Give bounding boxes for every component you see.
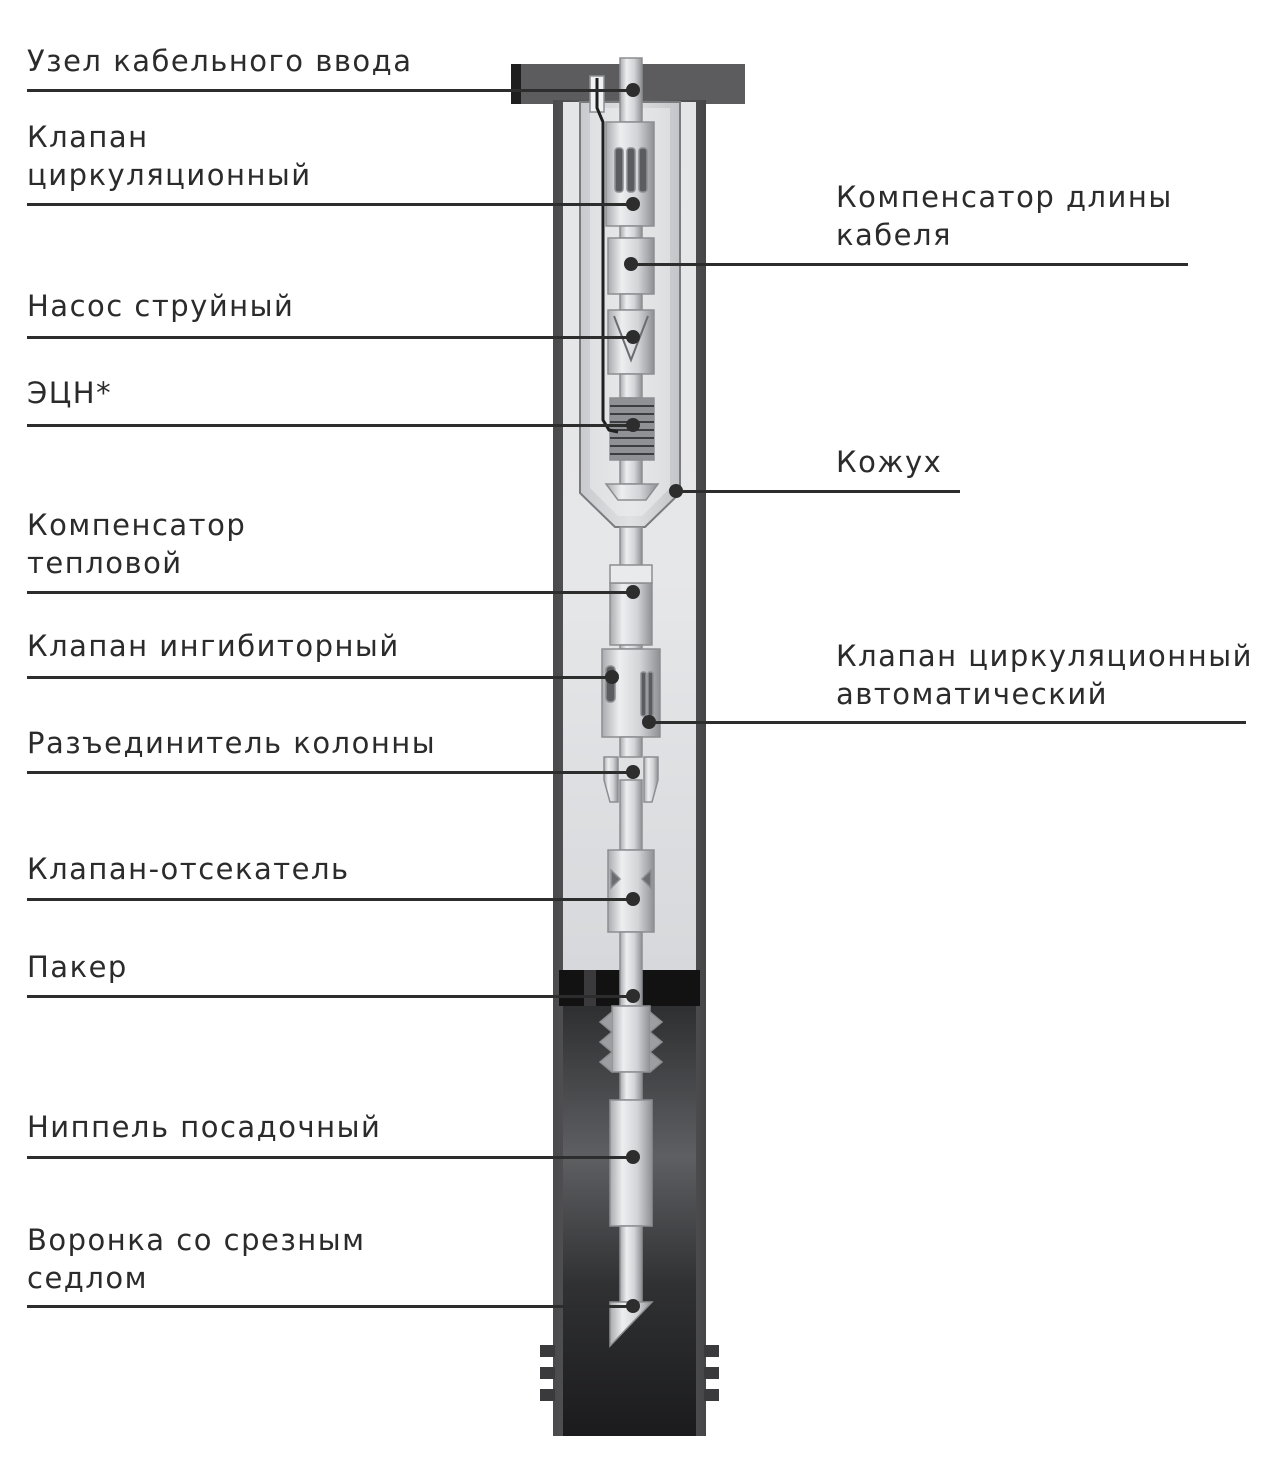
thread-right-2: [704, 1367, 719, 1379]
dot-funnel: [626, 1299, 640, 1313]
thread-left-1: [540, 1345, 555, 1357]
callout-string-disconnect-leader: [27, 771, 633, 774]
anchor-teeth-r: [648, 1011, 664, 1073]
safety-valve-arrow-r: [640, 868, 652, 890]
power-cable: [595, 78, 619, 434]
dot-inhibitor-valve: [605, 670, 619, 684]
tube-seg-7: [619, 736, 643, 758]
dot-landing-nipple: [626, 1150, 640, 1164]
safety-valve-arrow-l: [610, 868, 622, 890]
dot-packer: [626, 989, 640, 1003]
callout-thermal-compensator-leader: [27, 591, 633, 594]
callout-inhibitor-valve-label: Клапан ингибиторный: [27, 629, 400, 663]
flange-left-dark: [511, 64, 521, 104]
callout-circulation-valve-leader: [27, 203, 633, 206]
circ-valve-slot-3: [638, 147, 648, 193]
dot-circulation-valve: [626, 197, 640, 211]
dot-jet-pump: [626, 330, 640, 344]
dot-safety-valve: [626, 892, 640, 906]
dot-cable-length-compensator: [624, 257, 638, 271]
callout-cable-length-compensator-label: Компенсатор длины кабеля: [836, 180, 1173, 252]
circ-valve-slot-2: [626, 147, 636, 193]
callout-jet-pump-label: Насос струйный: [27, 289, 295, 323]
circ-valve-slot-1: [614, 147, 624, 193]
callout-shroud-leader: [674, 490, 960, 493]
thread-left-2: [540, 1367, 555, 1379]
callout-string-disconnect-label: Разъединитель колонны: [27, 726, 437, 760]
callout-esp-label: ЭЦН*: [27, 376, 113, 410]
callout-cable-entry-leader: [27, 89, 633, 92]
callout-jet-pump-leader: [27, 336, 633, 339]
safety-valve-body: [607, 849, 655, 933]
dot-string-disconnect: [626, 765, 640, 779]
callout-landing-nipple-leader: [27, 1156, 633, 1159]
dot-shroud: [669, 484, 683, 498]
dot-cable-entry: [626, 83, 640, 97]
callout-auto-circulation-valve-label: Клапан циркуляционный автоматический: [836, 639, 1253, 711]
thread-left-3: [540, 1389, 555, 1401]
thread-right-3: [704, 1389, 719, 1401]
callout-cable-entry-label: Узел кабельного ввода: [27, 44, 413, 78]
jet-pump-nozzle: [613, 315, 649, 363]
callout-funnel-label: Воронка со срезным седлом: [27, 1223, 366, 1295]
callout-packer-leader: [27, 995, 633, 998]
tubing-string: [589, 57, 664, 1348]
callout-safety-valve-leader: [27, 898, 633, 901]
callout-cable-length-compensator-leader: [631, 263, 1188, 266]
callout-circulation-valve-label: Клапан циркуляционный: [27, 120, 312, 192]
auto-valve-slot-1: [640, 671, 647, 717]
callout-landing-nipple-label: Ниппель посадочный: [27, 1110, 382, 1144]
callout-shroud-label: Кожух: [836, 445, 943, 479]
callout-auto-circulation-valve-leader: [649, 721, 1246, 724]
callout-esp-leader: [27, 424, 633, 427]
callout-inhibitor-valve-leader: [27, 676, 612, 679]
callout-safety-valve-label: Клапан-отсекатель: [27, 852, 350, 886]
thread-right-1: [704, 1345, 719, 1357]
esp-intake-cone: [604, 483, 660, 501]
callout-thermal-compensator-label: Компенсатор тепловой: [27, 508, 247, 580]
disconnect-left: [603, 756, 619, 803]
disconnect-right: [643, 756, 659, 803]
cable-comp-body: [607, 237, 655, 295]
callout-funnel-leader: [27, 1305, 633, 1308]
dot-auto-circulation-valve: [642, 715, 656, 729]
dot-esp: [626, 418, 640, 432]
callout-packer-label: Пакер: [27, 950, 128, 984]
dot-thermal-compensator: [626, 585, 640, 599]
anchor-teeth-l: [598, 1011, 614, 1073]
thermal-comp-joint: [609, 564, 653, 584]
